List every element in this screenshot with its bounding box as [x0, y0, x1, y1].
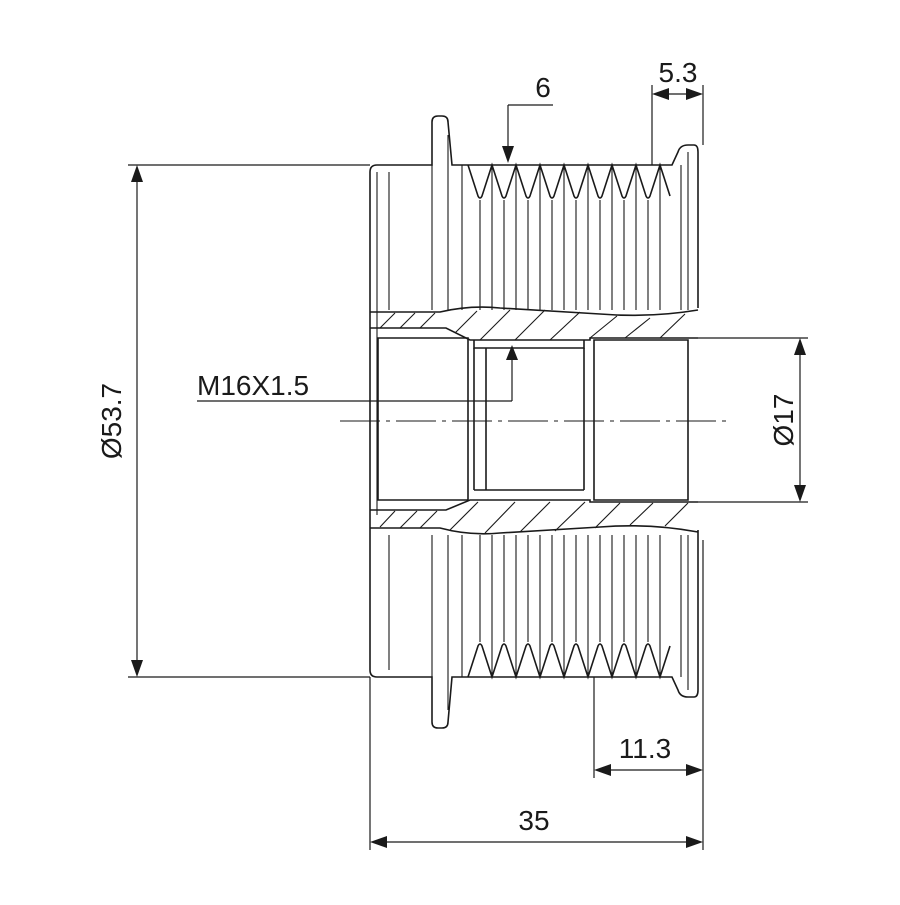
section-hatching [379, 309, 689, 534]
pulley-grooves-top [467, 162, 671, 310]
pulley-outline-bottom [369, 515, 699, 729]
dimension-bore-diameter [698, 337, 808, 503]
overall-length-label: 35 [518, 805, 549, 836]
pulley-grooves-bottom [467, 535, 671, 680]
dimension-bore-depth [593, 677, 703, 778]
leader-groove-pitch [502, 104, 553, 163]
bore-diameter-label: Ø17 [768, 394, 799, 447]
dimension-overall-length [369, 540, 704, 850]
pulley-outline-top [369, 115, 699, 515]
bore-depth-label: 11.3 [619, 733, 671, 764]
front-offset-label: 5.3 [659, 57, 698, 88]
leader-thread [197, 345, 518, 402]
groove-pitch-label: 6 [535, 72, 551, 103]
thread-label: M16X1.5 [197, 370, 309, 401]
dimension-front-offset [651, 85, 704, 165]
section-core [370, 306, 699, 535]
dimension-outer-diameter [128, 164, 370, 678]
outer-diameter-label: Ø53.7 [96, 383, 127, 459]
